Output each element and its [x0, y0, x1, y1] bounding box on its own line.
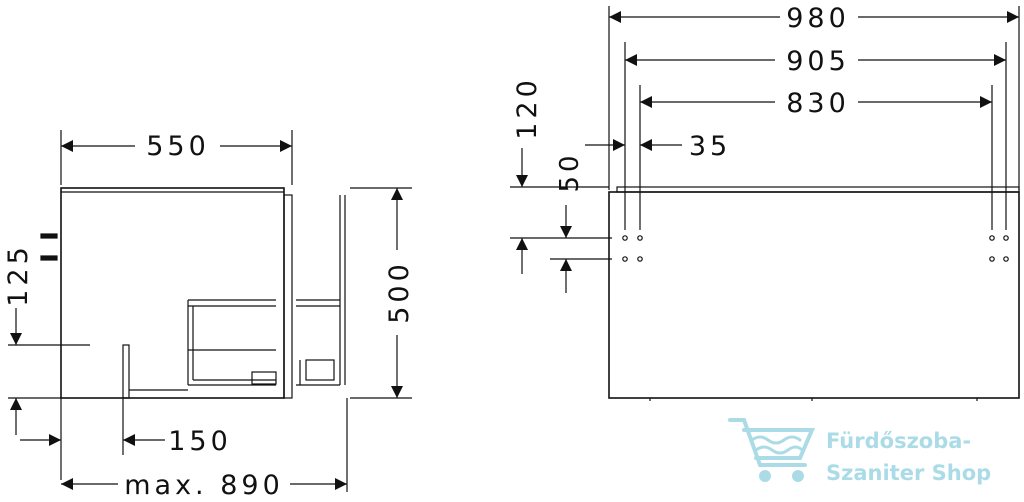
mount-hole-icon — [1003, 235, 1009, 241]
mount-hole-icon — [637, 235, 643, 241]
side-cabinet-outline — [60, 187, 285, 399]
drawer-box-detail — [251, 371, 277, 385]
dim-35-label: 35 — [689, 131, 731, 162]
dim-830-label: 830 — [786, 88, 850, 119]
dim-120-label: 120 — [512, 76, 543, 140]
mount-hole-icon — [1003, 256, 1009, 262]
dim-550-label: 550 — [146, 131, 210, 162]
dim-150-label: 150 — [168, 426, 232, 457]
mount-hole-icon — [637, 256, 643, 262]
dim-50-label: 50 — [555, 151, 585, 192]
dim-125-label: 125 — [3, 243, 34, 307]
dim-890-label: max. 890 — [124, 470, 284, 501]
watermark-line-1: Fürdőszoba- — [826, 429, 971, 453]
side-view — [8, 130, 412, 492]
mount-hole-icon — [989, 235, 995, 241]
dim-500-label: 500 — [384, 260, 415, 324]
drawer-box-detail — [305, 359, 335, 381]
mount-hole-icon — [622, 256, 628, 262]
wall-bracket-icon — [40, 255, 58, 261]
shopping-cart-icon — [728, 418, 816, 482]
watermark: Fürdőszoba- Szaniter Shop — [728, 418, 991, 485]
watermark-line-2: Szaniter Shop — [826, 461, 991, 485]
inner-partition — [122, 344, 130, 399]
mount-hole-icon — [989, 256, 995, 262]
dim-980-label: 980 — [786, 3, 850, 34]
drawer-front — [283, 194, 293, 399]
mount-hole-icon — [622, 235, 628, 241]
dim-905-label: 905 — [786, 46, 850, 77]
front-cabinet-outline — [608, 191, 1020, 399]
front-view — [510, 6, 1020, 401]
wall-bracket-icon — [40, 233, 58, 239]
